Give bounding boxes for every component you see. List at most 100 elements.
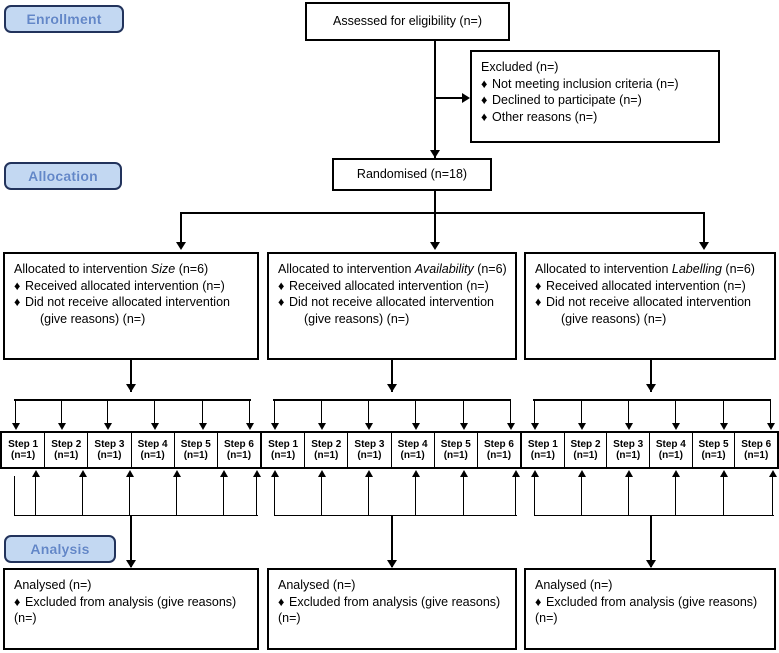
arrow-down-icon-steps-size	[126, 384, 136, 392]
analysed-availability-title: Analysed (n=)	[278, 578, 356, 592]
assessed-for-eligibility-label: Assessed for eligibility (n=)	[332, 14, 483, 29]
analysed-labelling-continuation: (n=)	[535, 611, 558, 625]
arrow-down-icon-size-step-4	[151, 423, 159, 430]
step-cell-size-6: Step 6 (n=1)	[218, 433, 260, 467]
analysed-size-bullet-0-text: Excluded from analysis (give reasons)	[25, 594, 237, 609]
step-name: Step 4	[397, 438, 428, 450]
allocation-size-intervention: Size	[150, 262, 176, 276]
connector-steps-availability-drop-1	[274, 399, 276, 425]
excluded-bullet-0: ♦ Not meeting inclusion criteria (n=)	[481, 76, 709, 93]
connector-randomised-right-drop	[703, 212, 705, 245]
step-count: (n=1)	[573, 450, 598, 461]
allocation-availability-bullet-0: ♦ Received allocated intervention (n=)	[278, 278, 506, 295]
arrow-down-icon-size-step-6	[246, 423, 254, 430]
step-cell-labelling-1: Step 1 (n=1)	[522, 433, 565, 467]
analysed-labelling-bullet-0: ♦ Excluded from analysis (give reasons)	[535, 594, 765, 611]
step-cell-availability-2: Step 2 (n=1)	[305, 433, 349, 467]
connector-alloc-labelling-stem	[650, 360, 652, 392]
arrow-up-icon-labelling-step-1	[531, 470, 539, 477]
step-count: (n=1)	[357, 450, 382, 461]
connector-size-riser-3	[129, 476, 131, 516]
connector-steps-labelling-drop-3	[628, 399, 630, 425]
stage-label-analysis-text: Analysis	[30, 541, 90, 557]
allocation-size-title: Allocated to intervention Size (n=6)	[14, 261, 248, 278]
step-count: (n=1)	[271, 450, 296, 461]
step-name: Step 3	[354, 438, 385, 450]
connector-steps-availability-drop-5	[463, 399, 465, 425]
bullet-icon: ♦	[481, 76, 488, 91]
arrow-down-icon-availability-step-3	[365, 423, 373, 430]
analysed-size-title: Analysed (n=)	[14, 578, 92, 592]
arrow-down-icon-size-step-2	[58, 423, 66, 430]
connector-alloc-availability-stem	[391, 360, 393, 392]
connector-steps-labelling-drop-6	[770, 399, 772, 425]
connector-availability-to-analysis	[391, 515, 393, 567]
connector-size-collect-bus	[14, 515, 258, 517]
allocation-labelling-continuation: (give reasons) (n=)	[561, 311, 667, 326]
arrow-down-icon-analysed-size	[126, 560, 136, 568]
arrow-down-icon-arm-labelling	[699, 242, 709, 250]
connector-labelling-riser-3	[628, 476, 630, 516]
connector-steps-size-drop-4	[154, 399, 156, 425]
arrow-down-icon-labelling-step-5	[720, 423, 728, 430]
arrow-up-icon-availability-step-3	[365, 470, 373, 477]
arrow-down-icon-steps-labelling	[646, 384, 656, 392]
bullet-icon: ♦	[14, 295, 21, 309]
step-count: (n=1)	[486, 450, 512, 461]
allocation-labelling-prefix: Allocated to intervention	[535, 262, 672, 276]
stage-label-enrollment: Enrollment	[4, 5, 124, 33]
connector-steps-labelling-drop-2	[581, 399, 583, 425]
connector-size-riser-6	[256, 476, 258, 516]
connector-labelling-riser-5	[723, 476, 725, 516]
arrow-up-icon-size-step-2	[79, 470, 87, 477]
excluded-bullet-0-text: Not meeting inclusion criteria (n=)	[492, 76, 679, 91]
connector-steps-size-drop-2	[61, 399, 63, 425]
step-count: (n=1)	[54, 450, 79, 461]
step-count: (n=1)	[226, 450, 252, 461]
connector-steps-size-drop-6	[249, 399, 251, 425]
connector-availability-riser-2	[321, 476, 323, 516]
allocation-availability-bullet-0-text: Received allocated intervention (n=)	[289, 278, 489, 293]
allocation-availability-suffix: (n=6)	[473, 262, 507, 276]
step-name: Step 6	[483, 438, 514, 450]
arrow-down-icon-labelling-step-4	[672, 423, 680, 430]
analysed-labelling-title: Analysed (n=)	[535, 578, 613, 592]
step-count: (n=1)	[97, 450, 122, 461]
excluded-bullet-1-text: Declined to participate (n=)	[492, 93, 642, 107]
excluded-title: Excluded (n=)	[481, 60, 559, 74]
step-name: Step 2	[570, 438, 601, 450]
connector-labelling-riser-2	[581, 476, 583, 516]
allocation-size-continuation: (give reasons) (n=)	[40, 311, 146, 326]
step-cell-availability-1: Step 1 (n=1)	[262, 433, 306, 467]
connector-randomised-left-drop	[180, 212, 182, 245]
step-name: Step 4	[137, 438, 168, 450]
step-name: Step 6	[223, 438, 254, 450]
arrow-up-icon-availability-step-4	[412, 470, 420, 477]
arrow-down-icon-size-step-3	[104, 423, 112, 430]
allocation-availability-intervention: Availability	[414, 262, 474, 276]
step-row-availability: Step 1 (n=1) Step 2 (n=1) Step 3 (n=1) S…	[260, 431, 522, 469]
step-cell-size-3: Step 3 (n=1)	[88, 433, 132, 467]
step-count: (n=1)	[140, 450, 165, 461]
step-cell-availability-5: Step 5 (n=1)	[435, 433, 478, 467]
arrow-up-icon-labelling-step-3	[625, 470, 633, 477]
step-name: Step 5	[698, 438, 729, 450]
box-analysed-availability: Analysed (n=) ♦ Excluded from analysis (…	[267, 568, 517, 650]
arrow-down-icon-availability-step-2	[318, 423, 326, 430]
connector-steps-labelling-drop-4	[675, 399, 677, 425]
connector-labelling-riser-6	[772, 476, 774, 516]
connector-alloc-size-stem	[130, 360, 132, 392]
arrow-up-icon-size-step-1	[32, 470, 40, 477]
step-cell-size-4: Step 4 (n=1)	[132, 433, 175, 467]
analysed-availability-bullet-0-text: Excluded from analysis (give reasons)	[289, 594, 501, 609]
excluded-bullet-1: ♦ Declined to participate (n=)	[481, 92, 709, 109]
connector-size-riser-2	[82, 476, 84, 516]
bullet-icon: ♦	[14, 594, 21, 609]
arrow-down-icon-availability-step-4	[412, 423, 420, 430]
step-cell-availability-4: Step 4 (n=1)	[392, 433, 435, 467]
step-row-labelling: Step 1 (n=1) Step 2 (n=1) Step 3 (n=1) S…	[520, 431, 779, 469]
box-allocation-size: Allocated to intervention Size (n=6) ♦ R…	[3, 252, 259, 360]
arrow-down-icon-availability-step-5	[460, 423, 468, 430]
arrow-down-icon-arm-availability	[430, 242, 440, 250]
